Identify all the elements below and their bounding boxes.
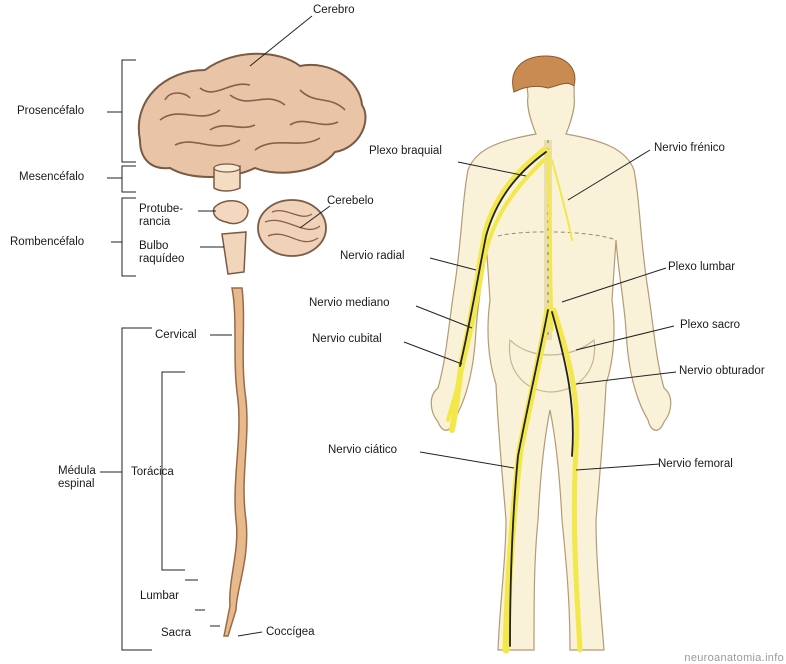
label-protuberancia: Protube- rancia <box>139 203 199 229</box>
label-sacra: Sacra <box>161 627 191 640</box>
label-plexo-sacro: Plexo sacro <box>680 319 740 332</box>
midbrain-drawing <box>214 164 240 191</box>
label-coccigea: Coccígea <box>266 626 315 639</box>
label-medula-espinal: Médula espinal <box>58 465 104 491</box>
label-lumbar: Lumbar <box>140 590 179 603</box>
label-rombencefalo: Rombencéfalo <box>10 236 84 249</box>
label-cerebelo: Cerebelo <box>327 195 374 208</box>
label-nervio-cubital: Nervio cubital <box>312 333 382 346</box>
watermark: neuroanatomia.info <box>684 652 784 664</box>
label-nervio-mediano: Nervio mediano <box>309 297 390 310</box>
medulla-drawing <box>222 232 246 274</box>
label-prosencefalo: Prosencéfalo <box>17 105 84 118</box>
label-bulbo-raquideo: Bulbo raquídeo <box>139 240 203 266</box>
label-nervio-femoral: Nervio femoral <box>658 458 733 471</box>
label-toracica: Torácica <box>131 466 174 479</box>
label-nervio-ciatico: Nervio ciático <box>328 444 397 457</box>
label-nervio-radial: Nervio radial <box>340 250 405 263</box>
brain-drawing <box>139 54 366 177</box>
label-cervical: Cervical <box>155 329 197 342</box>
spinal-cord-drawing <box>224 288 247 636</box>
label-nervio-frenico: Nervio frénico <box>654 142 725 155</box>
label-plexo-braquial: Plexo braquial <box>369 145 442 158</box>
label-nervio-obturador: Nervio obturador <box>679 365 783 378</box>
label-cerebro: Cerebro <box>313 4 355 17</box>
cerebellum-drawing <box>258 200 326 256</box>
label-plexo-lumbar: Plexo lumbar <box>668 261 735 274</box>
pons-drawing <box>214 201 249 224</box>
label-mesencefalo: Mesencéfalo <box>19 171 84 184</box>
